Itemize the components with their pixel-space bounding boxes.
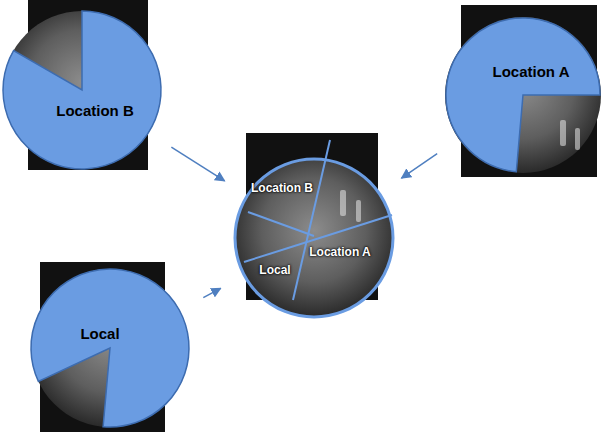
location-label: Local [80, 325, 119, 342]
circle-outline [445, 17, 601, 173]
camera-view-circle: Location A [445, 17, 601, 173]
circle-outline [2, 10, 162, 170]
fisheye-photo [445, 17, 601, 173]
region-label: Location B [251, 181, 313, 195]
location-label: Location B [56, 102, 134, 119]
ceiling-light [560, 120, 566, 146]
region-label: Location A [309, 245, 371, 259]
location-label: Location A [493, 63, 570, 80]
ceiling-light [356, 200, 361, 222]
camera-view-circle: Location B [2, 10, 162, 170]
camera-view-circle: Local [30, 268, 190, 428]
blue-pie-mask [3, 11, 161, 169]
ceiling-light [340, 190, 346, 216]
feed-arrow [203, 288, 220, 297]
region-divider [244, 215, 392, 262]
blue-pie-mask [446, 18, 600, 172]
fisheye-photo [3, 11, 161, 169]
fisheye-photo [31, 269, 189, 427]
feed-arrow [171, 147, 224, 181]
circle-border [235, 159, 393, 317]
region-label: Local [259, 263, 290, 277]
feed-arrow [401, 154, 437, 178]
ceiling-light [575, 128, 580, 150]
circle-outline [30, 268, 190, 428]
composite-circle: Location B Local Location A [234, 158, 394, 318]
blue-pie-mask [31, 269, 189, 427]
region-divider [293, 140, 330, 300]
region-divider [248, 212, 314, 236]
fisheye-photo [235, 159, 393, 317]
